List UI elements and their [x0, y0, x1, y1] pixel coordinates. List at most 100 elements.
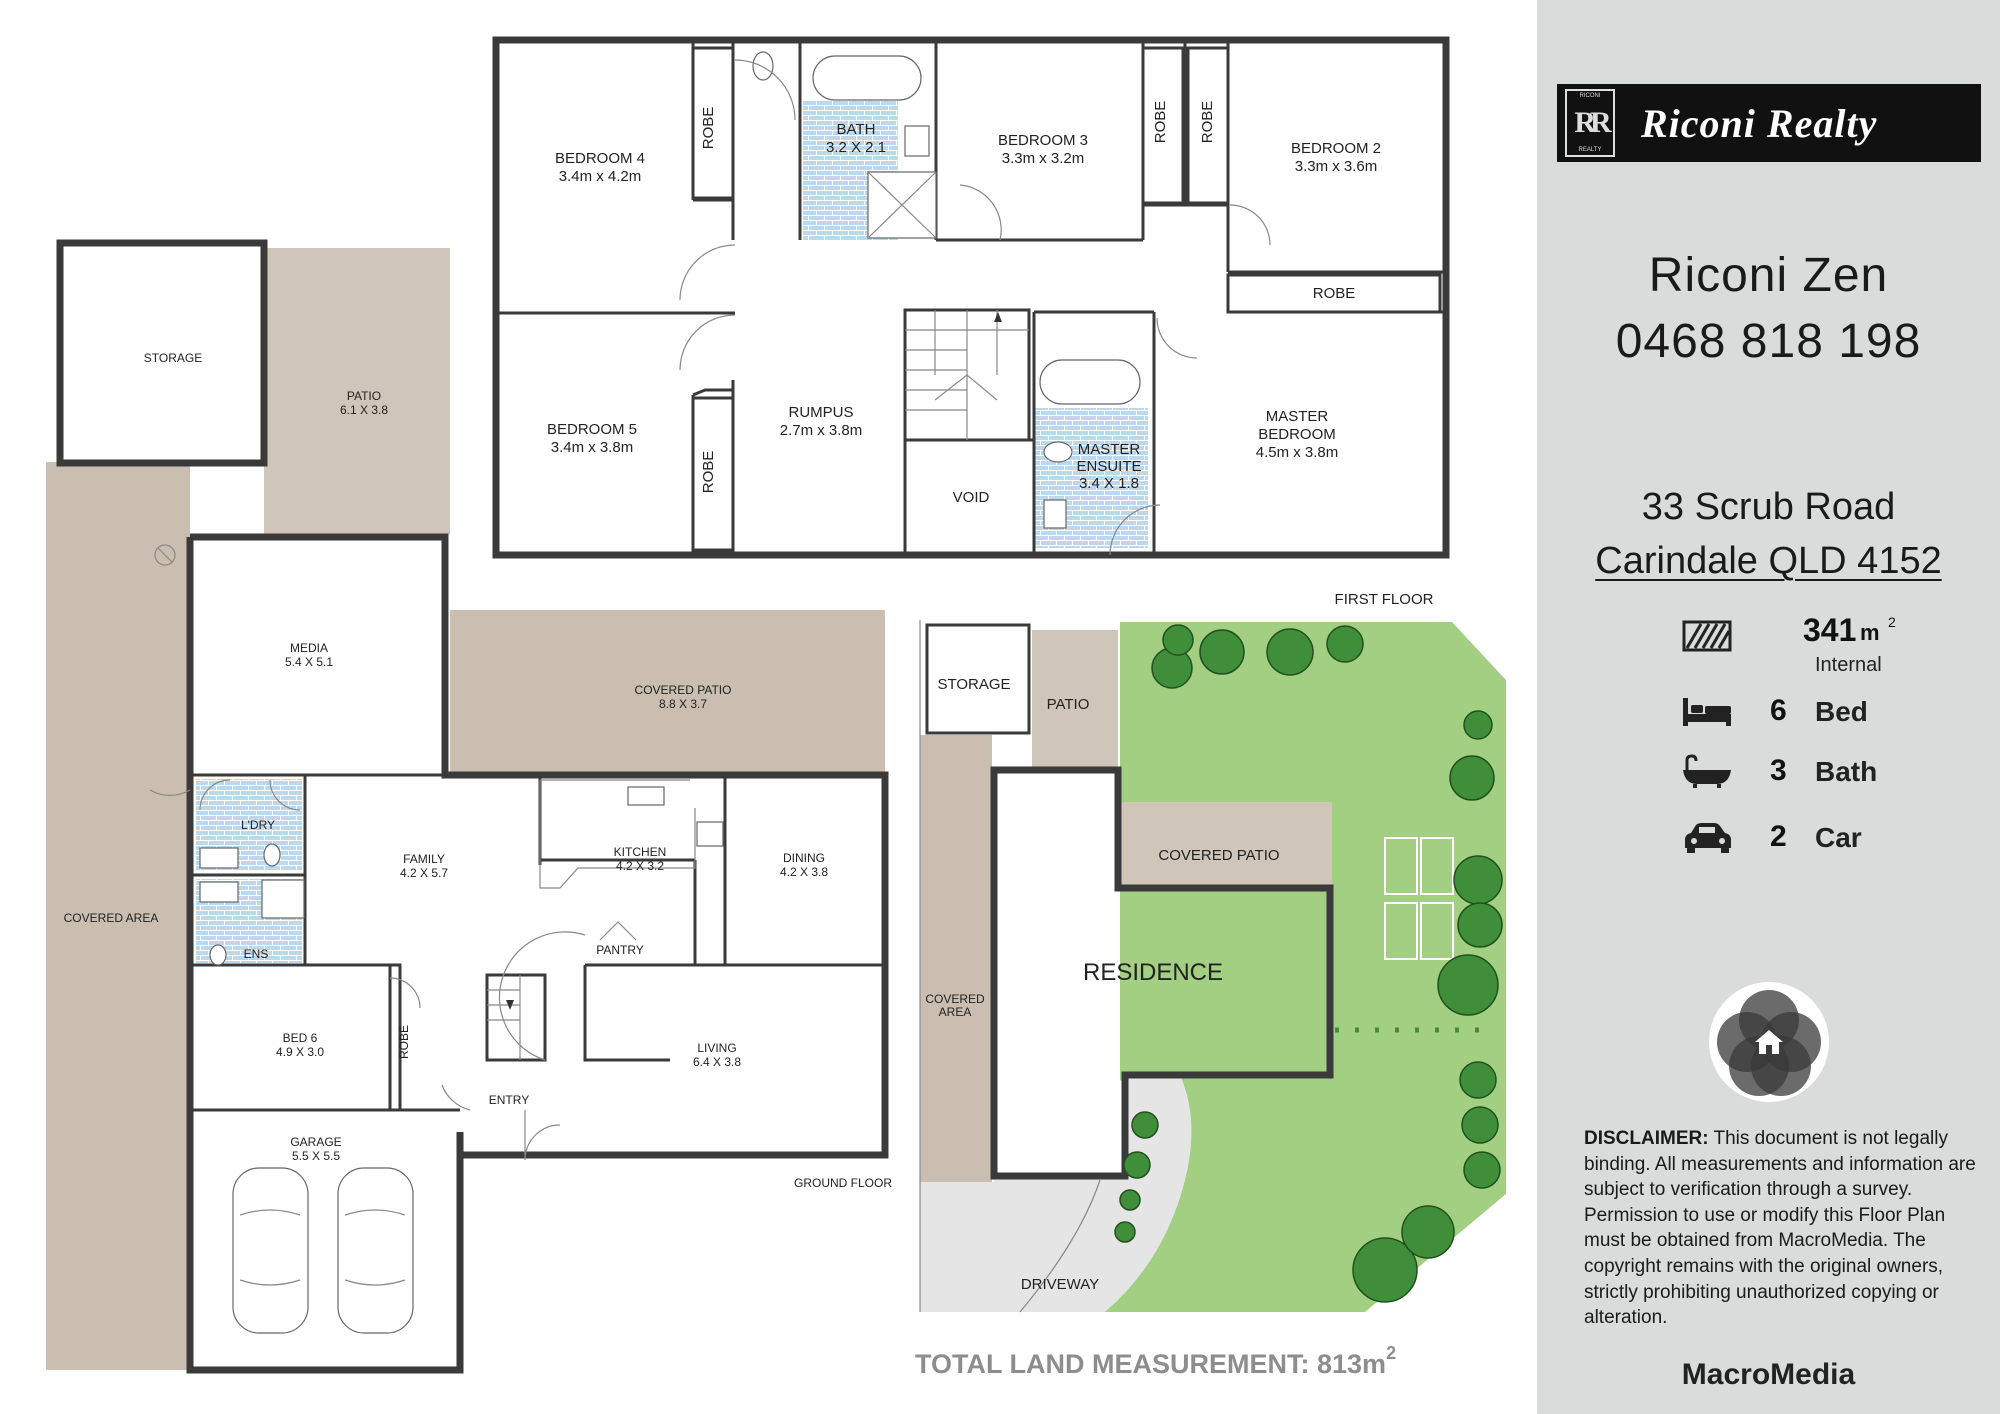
robe-bed5-label: ROBE — [700, 451, 717, 494]
car-label: Car — [1815, 822, 1862, 853]
kitchen-size: 4.2 X 3.2 — [616, 859, 664, 873]
patio-fill — [264, 248, 450, 534]
dining-size: 4.2 X 3.8 — [780, 865, 828, 879]
site-storage — [925, 623, 1031, 735]
bath-label: BATH — [837, 121, 876, 138]
brand-logo: RICONI RR REALTY Riconi Realty — [1557, 84, 1981, 162]
bed-icon — [1683, 698, 1731, 726]
ground-floor-title: GROUND FLOOR — [794, 1176, 892, 1190]
floor-plan: BEDROOM 4 3.4m x 4.2m BATH 3.2 X 2.1 BED… — [46, 36, 1506, 1379]
entry-label: ENTRY — [489, 1093, 529, 1107]
ground-stairs-icon — [485, 973, 547, 1062]
address-line1: 33 Scrub Road — [1641, 486, 1896, 528]
site-plan — [919, 620, 1506, 1313]
garage-size: 5.5 X 5.5 — [292, 1149, 340, 1163]
media-size: 5.4 X 5.1 — [285, 655, 333, 669]
master-size: 4.5m x 3.8m — [1256, 444, 1339, 461]
bed-stat: 6 Bed — [1537, 688, 2000, 738]
disclaimer-body: This document is not legally binding. Al… — [1584, 1128, 1976, 1329]
ens-label: ENS — [244, 947, 269, 961]
sink-icon — [627, 786, 665, 806]
area-label: Internal — [1815, 654, 1882, 676]
site-storage-label: STORAGE — [937, 676, 1010, 693]
bedroom3-size: 3.3m x 3.2m — [1002, 150, 1085, 167]
rumpus-size: 2.7m x 3.8m — [780, 422, 863, 439]
lawn — [920, 622, 1506, 1312]
ensuite-bath-icon — [1039, 359, 1141, 405]
storage-label: STORAGE — [144, 351, 202, 365]
ensuite-toilet-icon — [1043, 441, 1073, 463]
site-covered-patio-label: COVERED PATIO — [1158, 847, 1279, 864]
robe-bed3-label: ROBE — [1152, 101, 1169, 144]
bedroom5-label: BEDROOM 5 — [547, 421, 637, 438]
address-line2: Carindale QLD 4152 — [1595, 540, 1942, 582]
family-size: 4.2 X 5.7 — [400, 866, 448, 880]
bathtub-icon — [1683, 754, 1731, 788]
agent-sidebar: RICONI RR REALTY Riconi Realty Riconi Ze… — [1537, 0, 2000, 1414]
master-label-1: MASTER — [1266, 408, 1329, 425]
bedroom4-size: 3.4m x 4.2m — [559, 168, 642, 185]
robe-bed2-label: ROBE — [1199, 101, 1216, 144]
bath-label: Bath — [1815, 756, 1878, 787]
dining-label: DINING — [783, 851, 825, 865]
bed-label: Bed — [1815, 696, 1868, 727]
cooktop-icon — [696, 821, 724, 847]
toilet-icon — [752, 51, 774, 81]
area-value: 341 — [1803, 612, 1857, 648]
floor-area-icon — [1682, 620, 1732, 652]
robe-master — [1226, 273, 1442, 314]
first-floor-plan — [492, 36, 1450, 559]
site-patio — [1032, 630, 1118, 770]
home-badge-icon — [1709, 982, 1829, 1102]
site-covered-area-label-1: COVERED — [925, 992, 985, 1006]
robe-bed3 — [1141, 46, 1185, 205]
disclaimer-text: DISCLAIMER: This document is not legally… — [1584, 1126, 1984, 1331]
driveway — [920, 1075, 1192, 1312]
kitchen-label: KITCHEN — [614, 845, 667, 859]
residence-outline — [990, 766, 1334, 1180]
rumpus-label: RUMPUS — [788, 404, 853, 421]
ensuite-label-1: MASTER — [1078, 441, 1141, 458]
bathtub-icon — [812, 55, 922, 101]
car-stat: 2 Car — [1537, 814, 2000, 864]
patio-label: PATIO — [347, 389, 381, 403]
bed6-label: BED 6 — [283, 1031, 318, 1045]
ensuite-label-2: ENSUITE — [1076, 458, 1141, 475]
brand-name: Riconi Realty — [1641, 100, 1878, 146]
credit-logo: MacroMedia — [1681, 1358, 1856, 1391]
bath-stat: 3 Bath — [1537, 748, 2000, 798]
family-label: FAMILY — [403, 852, 445, 866]
site-covered-area — [920, 735, 992, 1182]
media-label: MEDIA — [290, 641, 328, 655]
bedroom4-label: BEDROOM 4 — [555, 150, 645, 167]
disclaimer-heading: DISCLAIMER: — [1584, 1128, 1709, 1149]
brand-mark-letters: RR — [1574, 106, 1611, 139]
living-label: LIVING — [697, 1041, 736, 1055]
robe-bed5 — [691, 396, 735, 552]
car-icon — [232, 1167, 414, 1334]
covered-patio-label: COVERED PATIO — [635, 683, 732, 697]
robe-bed4-label: ROBE — [700, 107, 717, 150]
first-floor-title: FIRST FLOOR — [1335, 591, 1434, 608]
covered-area-label: COVERED AREA — [64, 911, 159, 925]
land-measurement: TOTAL LAND MEASUREMENT: 813m2 — [915, 1343, 1396, 1379]
robe-bed2 — [1186, 46, 1230, 205]
covered-patio-fill — [450, 610, 885, 775]
robe-bed4 — [691, 46, 735, 200]
site-patio-label: PATIO — [1047, 696, 1090, 713]
site-covered-patio — [1118, 802, 1332, 888]
robe-master-label: ROBE — [1313, 285, 1356, 302]
brand-mark-top: RICONI — [1579, 93, 1601, 99]
bedroom2-label: BEDROOM 2 — [1291, 140, 1381, 157]
car-count: 2 — [1770, 820, 1787, 853]
bedroom3-label: BEDROOM 3 — [998, 132, 1088, 149]
bed-count: 6 — [1770, 694, 1787, 727]
pantry-label: PANTRY — [596, 943, 644, 957]
residence-label: RESIDENCE — [1083, 959, 1223, 986]
living-size: 6.4 X 3.8 — [693, 1055, 741, 1069]
bed6-size: 4.9 X 3.0 — [276, 1045, 324, 1059]
storage-room — [56, 239, 268, 467]
area-unit-sup: 2 — [1888, 614, 1896, 630]
brand-mark-icon: RICONI RR REALTY — [1565, 89, 1615, 157]
agent-phone[interactable]: 0468 818 198 — [1615, 315, 1922, 368]
